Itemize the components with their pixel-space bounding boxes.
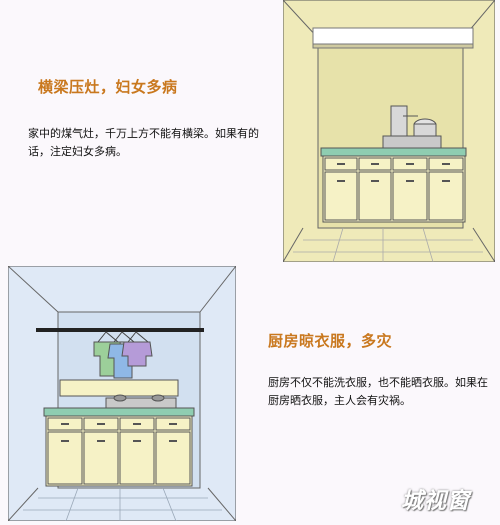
section-2-title: 厨房晾衣服，多灾: [268, 332, 393, 350]
section-2-text: 厨房不仅不能洗衣服，也不能晒衣服。如果在厨房晒衣服，主人会有灾祸。: [268, 376, 488, 407]
watermark-logo: 城视窗: [400, 489, 470, 514]
kitchen-laundry-illustration: [8, 266, 236, 521]
section-1-text: 家中的煤气灶，千万上方不能有横梁。如果有的话，注定妇女多病。: [28, 127, 259, 158]
kitchen-beam-illustration: [283, 0, 495, 262]
section-1-title: 横梁压灶，妇女多病: [38, 78, 178, 96]
